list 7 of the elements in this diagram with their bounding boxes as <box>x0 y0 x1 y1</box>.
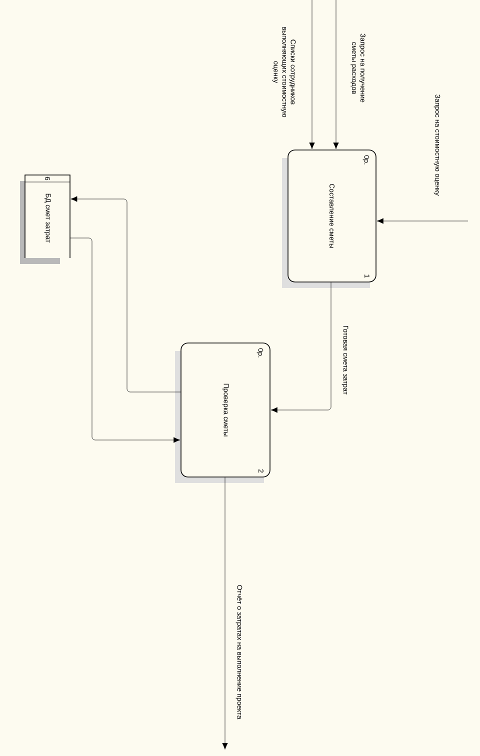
arrow <box>70 196 181 392</box>
arrow <box>222 477 228 750</box>
arrow <box>70 238 180 443</box>
arrow <box>333 0 339 150</box>
arrow <box>376 218 468 224</box>
arrow <box>270 282 332 413</box>
arrow <box>309 0 315 150</box>
